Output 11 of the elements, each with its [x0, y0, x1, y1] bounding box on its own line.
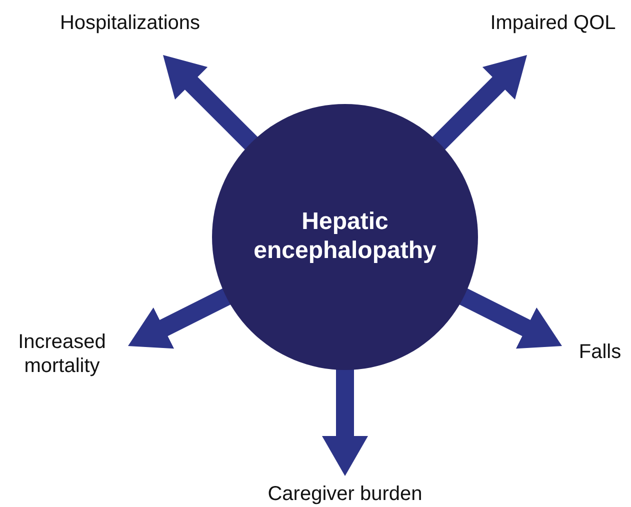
arrow	[128, 288, 232, 349]
outcome-label: Hospitalizations	[60, 11, 200, 35]
arrow	[163, 55, 259, 151]
arrow	[431, 55, 527, 151]
outcome-label: Falls	[578, 340, 622, 364]
outcome-label: Caregiver burden	[268, 482, 422, 506]
arrow	[458, 288, 562, 349]
outcome-label: Increased mortality	[17, 330, 107, 378]
hub-title: Hepatic encephalopathy	[252, 208, 438, 266]
arrow	[322, 368, 368, 476]
outcome-label: Impaired QOL	[490, 11, 616, 35]
